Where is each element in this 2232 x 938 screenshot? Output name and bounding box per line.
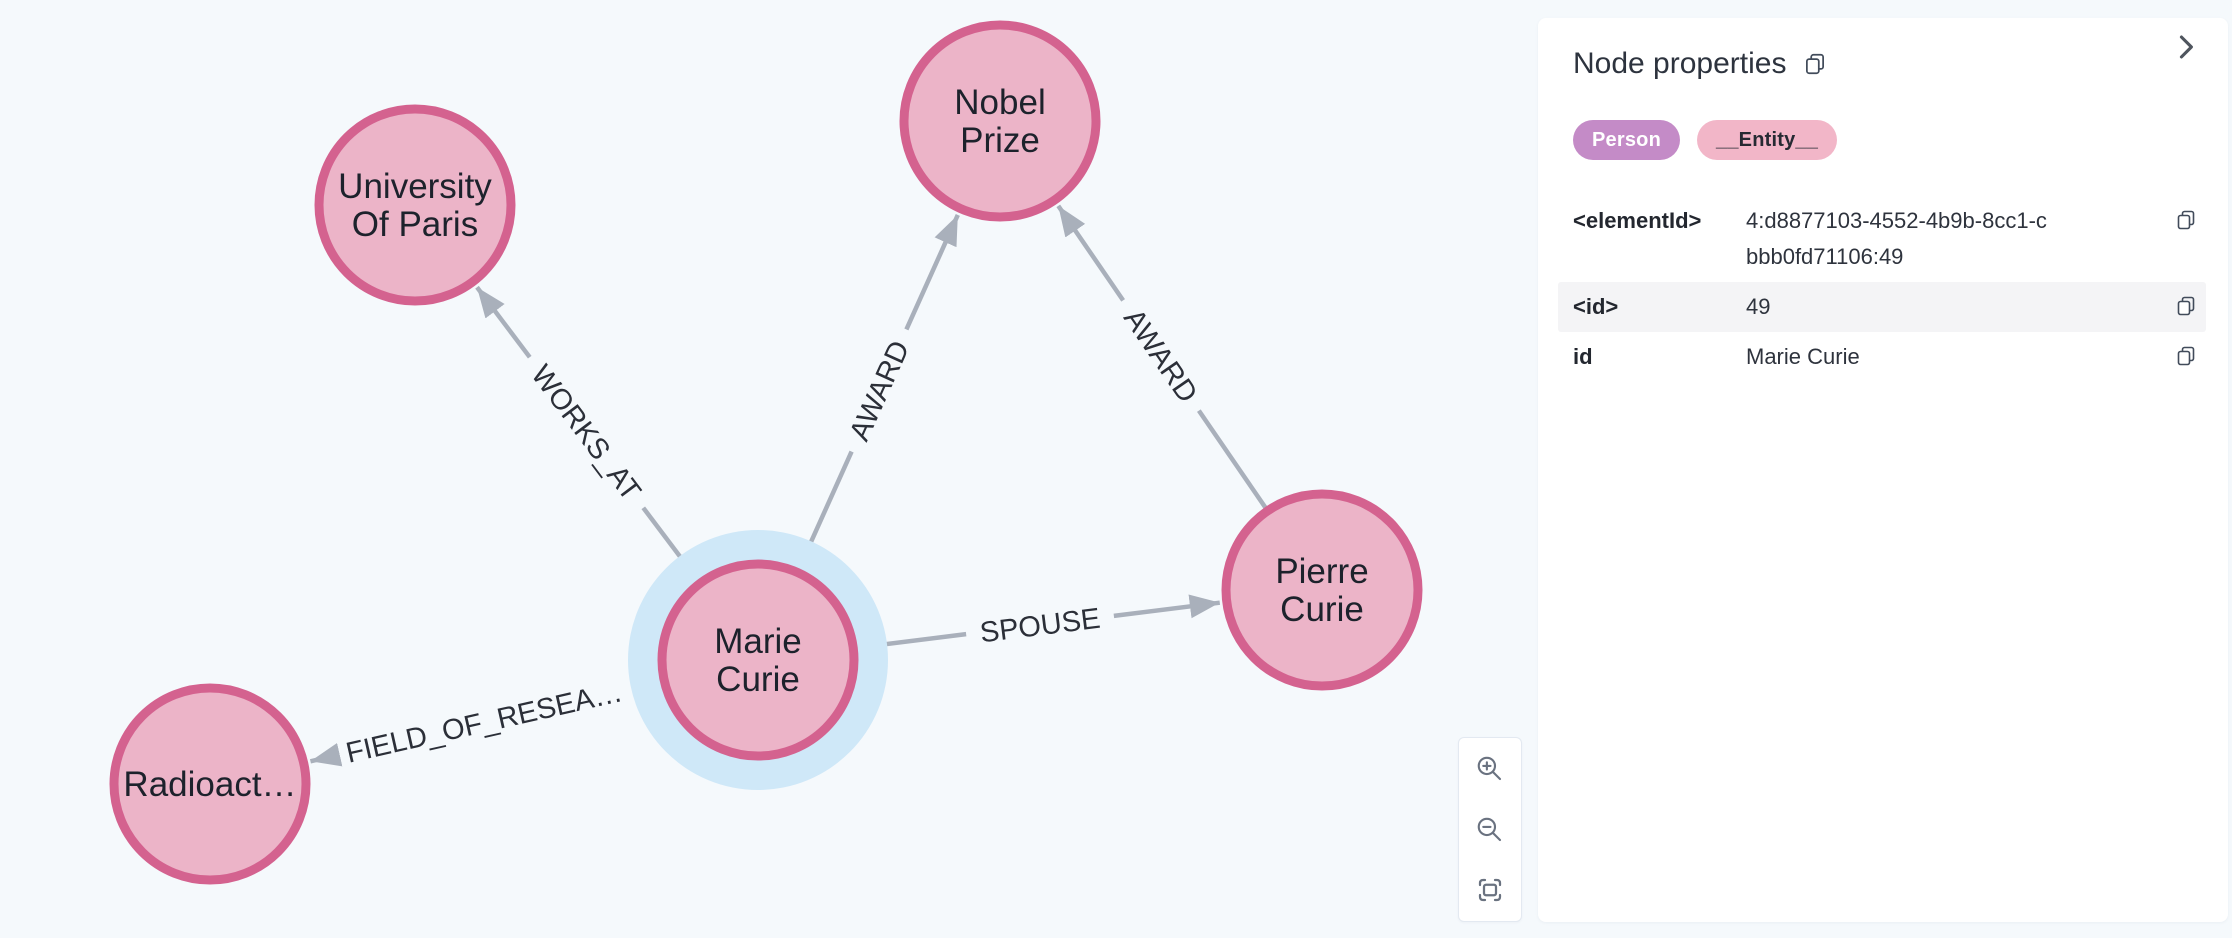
zoom-out-button[interactable] xyxy=(1474,814,1506,846)
chevron-right-icon xyxy=(2179,35,2193,59)
panel-title: Node properties xyxy=(1573,47,1787,80)
panel-header: Node properties xyxy=(1538,18,2228,82)
zoom-in-button[interactable] xyxy=(1474,753,1506,785)
property-row-id: id Marie Curie xyxy=(1558,332,2206,382)
graph-node-label: Radioact… xyxy=(123,765,296,804)
zoom-toolbar xyxy=(1458,737,1522,922)
property-row-id-internal: <id> 49 xyxy=(1558,282,2206,332)
property-key: <id> xyxy=(1573,294,1619,319)
graph-edge-label-works-at[interactable]: WORKS_AT xyxy=(525,359,647,507)
copy-value-button[interactable] xyxy=(2174,344,2198,368)
graph-edge-label-award[interactable]: AWARD xyxy=(1117,303,1203,408)
magnifier-minus-icon xyxy=(1477,817,1502,841)
copy-icon xyxy=(2177,210,2195,230)
property-row-elementid: <elementId> 4:d8877103-4552-4b9b-8cc1-cb… xyxy=(1558,196,2206,282)
property-key: id xyxy=(1573,344,1593,369)
copy-icon xyxy=(2177,296,2195,316)
node-label-badges: Person __Entity__ xyxy=(1573,120,2228,160)
property-value: 49 xyxy=(1746,294,1771,319)
property-value: Marie Curie xyxy=(1746,344,1860,369)
copy-icon xyxy=(1806,53,1825,75)
graph-node-radioactivity[interactable]: Radioact… xyxy=(109,683,311,885)
copy-value-button[interactable] xyxy=(2174,208,2198,232)
fit-to-screen-icon xyxy=(1478,878,1502,902)
properties-table: <elementId> 4:d8877103-4552-4b9b-8cc1-cb… xyxy=(1538,196,2228,382)
node-label-badge-entity: __Entity__ xyxy=(1697,120,1838,160)
property-value: 4:d8877103-4552-4b9b-8cc1-cbbb0fd71106:4… xyxy=(1746,208,2047,269)
copy-icon xyxy=(2177,346,2195,366)
property-key: <elementId> xyxy=(1573,208,1702,233)
graph-edge-label-field-of-resea[interactable]: FIELD_OF_RESEA… xyxy=(343,676,625,769)
copy-all-properties-button[interactable] xyxy=(1802,51,1828,77)
copy-value-button[interactable] xyxy=(2174,294,2198,318)
node-label-badge-person: Person xyxy=(1573,120,1681,160)
graph-edge-label-award[interactable]: AWARD xyxy=(844,336,917,446)
magnifier-plus-icon xyxy=(1477,756,1502,781)
zoom-to-fit-button[interactable] xyxy=(1474,874,1506,906)
graph-edge-label-spouse[interactable]: SPOUSE xyxy=(978,603,1102,650)
node-properties-panel: Node properties Person __Entity__ <eleme… xyxy=(1538,18,2228,922)
collapse-panel-button[interactable] xyxy=(2168,30,2202,64)
